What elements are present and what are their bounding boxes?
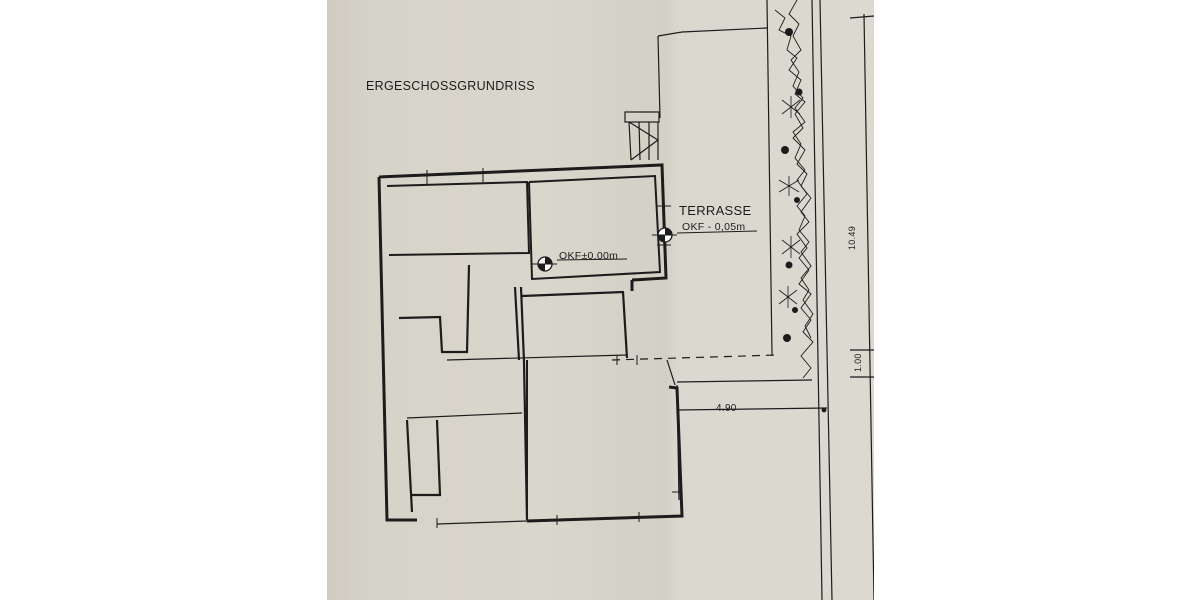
- terrace-level-label: OKF - 0,05m: [682, 221, 746, 233]
- level-marker-terrace: [652, 227, 758, 243]
- level-marker-interior: [532, 256, 628, 272]
- floor-plan-sheet: ERGESCHOSSGRUNDRISS TERRASSE OKF - 0,05m…: [327, 0, 874, 600]
- terrace-depth-dimension: 10.49: [847, 225, 857, 250]
- drawing-title: ERGESCHOSSGRUNDRISS: [366, 79, 535, 93]
- terrace-width-dimension: 4.90: [716, 403, 737, 414]
- floor-plan-drawing: [377, 0, 874, 600]
- terrace-label: TERRASSE: [679, 203, 752, 218]
- interior-level-label: OKF±0.00m: [559, 250, 619, 262]
- step-depth-dimension: 1.00: [853, 353, 863, 372]
